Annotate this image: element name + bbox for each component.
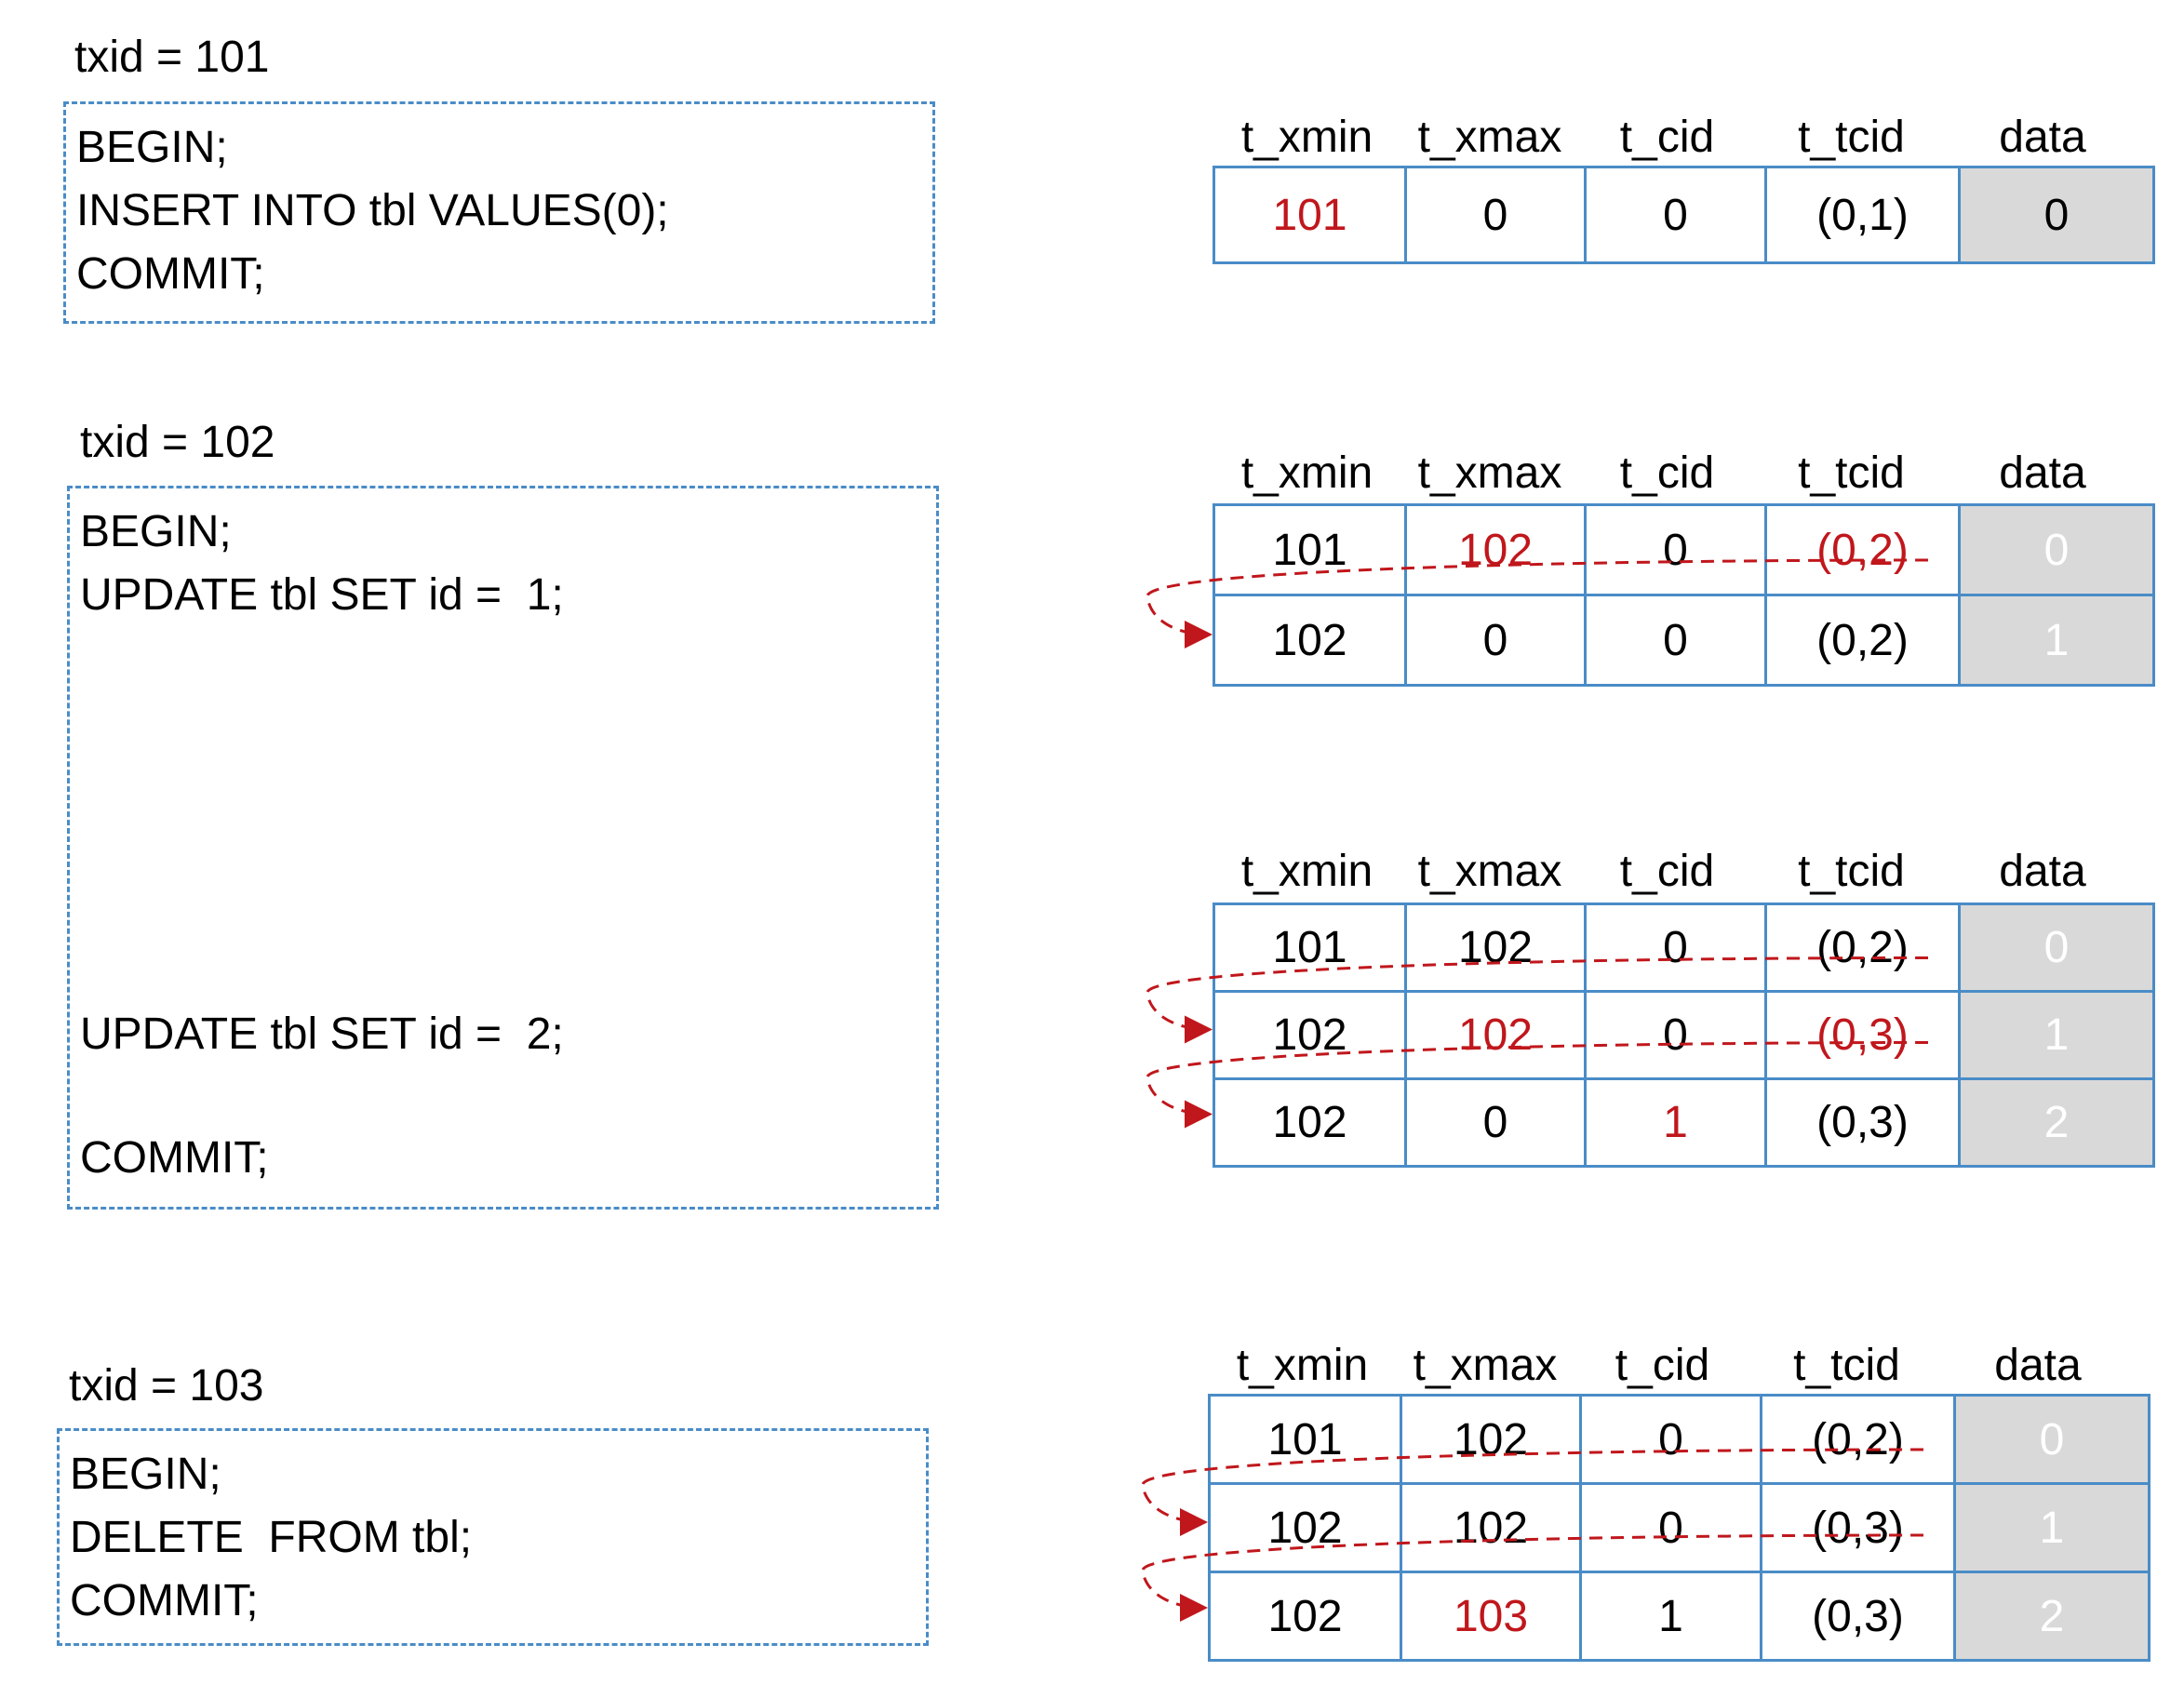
- column-header: data: [1999, 113, 2086, 162]
- column-header: t_xmax: [1417, 847, 1562, 896]
- tuple-cell-data: 1: [1958, 594, 2155, 687]
- tuple-cell-t_xmin: 101: [1208, 1394, 1402, 1485]
- tuple-cell-t_xmax: 102: [1400, 1394, 1582, 1485]
- update-chain-arrow: [1141, 1448, 1924, 1536]
- sql-line: BEGIN;: [70, 1450, 221, 1499]
- column-header: t_xmin: [1236, 1341, 1369, 1390]
- tuple-cell-t_xmax: 0: [1404, 1077, 1587, 1168]
- sql-box-101: [63, 101, 935, 324]
- column-header: data: [1999, 448, 2086, 498]
- column-header: t_xmin: [1240, 847, 1373, 896]
- update-chain-arrow: [1146, 1041, 1929, 1129]
- update-chain-arrow: [1146, 956, 1929, 1044]
- column-header: t_cid: [1615, 1341, 1710, 1390]
- tuple-cell-t_xmin: 102: [1213, 594, 1407, 687]
- tuple-cell-t_cid: 0: [1584, 166, 1767, 264]
- tuple-cell-t_xmin: 102: [1213, 1077, 1407, 1168]
- column-header: t_tcid: [1793, 1341, 1900, 1390]
- tuple-cell-t_cid: 0: [1584, 990, 1767, 1080]
- tuple-cell-t_cid: 0: [1579, 1482, 1762, 1573]
- column-header: t_tcid: [1798, 847, 1905, 896]
- tuple-cell-data: 1: [1953, 1482, 2151, 1573]
- tuple-cell-t_tcid: (0,2): [1764, 594, 1961, 687]
- tuple-cell-t_xmin: 102: [1213, 990, 1407, 1080]
- sql-line: BEGIN;: [76, 123, 228, 172]
- tuple-cell-t_cid: 1: [1584, 1077, 1767, 1168]
- tuple-cell-t_tcid: (0,2): [1760, 1394, 1956, 1485]
- column-header: t_tcid: [1798, 113, 1905, 162]
- tuple-cell-data: 0: [1958, 902, 2155, 993]
- tuple-cell-t_xmin: 101: [1213, 166, 1407, 264]
- tuple-cell-t_tcid: (0,2): [1764, 902, 1961, 993]
- tuple-cell-t_xmax: 0: [1404, 594, 1587, 687]
- tuple-cell-t_xmin: 101: [1213, 503, 1407, 596]
- tuple-cell-data: 0: [1958, 503, 2155, 596]
- column-header: t_xmax: [1413, 1341, 1558, 1390]
- tuple-cell-data: 2: [1958, 1077, 2155, 1168]
- tuple-cell-data: 1: [1958, 990, 2155, 1080]
- column-header: data: [1999, 847, 2086, 896]
- column-header: t_cid: [1619, 847, 1715, 896]
- sql-line: INSERT INTO tbl VALUES(0);: [76, 186, 669, 235]
- tuple-cell-data: 0: [1958, 166, 2155, 264]
- column-header: t_xmin: [1240, 113, 1373, 162]
- tuple-cell-t_tcid: (0,3): [1760, 1571, 1956, 1662]
- tuple-cell-t_xmax: 0: [1404, 166, 1587, 264]
- tuple-cell-t_tcid: (0,3): [1760, 1482, 1956, 1573]
- tuple-cell-data: 0: [1953, 1394, 2151, 1485]
- sql-line: UPDATE tbl SET id = 2;: [80, 1009, 564, 1059]
- sql-box-103: [57, 1428, 929, 1646]
- column-header: t_xmin: [1240, 448, 1373, 498]
- sql-line: BEGIN;: [80, 507, 232, 556]
- column-header: t_xmax: [1417, 448, 1562, 498]
- tuple-cell-t_xmax: 102: [1400, 1482, 1582, 1573]
- tuple-cell-t_cid: 0: [1584, 594, 1767, 687]
- tuple-cell-t_tcid: (0,1): [1764, 166, 1961, 264]
- tuple-cell-t_xmin: 101: [1213, 902, 1407, 993]
- sql-line: COMMIT;: [70, 1576, 259, 1625]
- tuple-cell-t_xmax: 103: [1400, 1571, 1582, 1662]
- txid-label-101: txid = 101: [74, 33, 270, 82]
- tuple-cell-t_xmin: 102: [1208, 1571, 1402, 1662]
- sql-line: UPDATE tbl SET id = 1;: [80, 570, 564, 620]
- tuple-cell-t_tcid: (0,3): [1764, 990, 1961, 1080]
- tuple-cell-t_cid: 0: [1584, 902, 1767, 993]
- tuple-cell-data: 2: [1953, 1571, 2151, 1662]
- tuple-cell-t_tcid: (0,3): [1764, 1077, 1961, 1168]
- column-header: data: [1994, 1341, 2082, 1390]
- tuple-cell-t_xmax: 102: [1404, 503, 1587, 596]
- update-chain-arrow: [1141, 1533, 1924, 1622]
- column-header: t_tcid: [1798, 448, 1905, 498]
- column-header: t_cid: [1619, 113, 1715, 162]
- sql-line: COMMIT;: [76, 249, 265, 299]
- tuple-cell-t_cid: 0: [1584, 503, 1767, 596]
- tuple-cell-t_cid: 1: [1579, 1571, 1762, 1662]
- tuple-cell-t_xmax: 102: [1404, 990, 1587, 1080]
- sql-line: DELETE FROM tbl;: [70, 1513, 473, 1562]
- tuple-cell-t_xmin: 102: [1208, 1482, 1402, 1573]
- tuple-cell-t_cid: 0: [1579, 1394, 1762, 1485]
- column-header: t_xmax: [1417, 113, 1562, 162]
- txid-label-103: txid = 103: [69, 1361, 264, 1411]
- sql-box-102: [67, 486, 939, 1210]
- column-header: t_cid: [1619, 448, 1715, 498]
- sql-line: COMMIT;: [80, 1133, 269, 1183]
- txid-label-102: txid = 102: [80, 418, 275, 467]
- update-chain-arrow: [1146, 558, 1929, 648]
- tuple-cell-t_tcid: (0,2): [1764, 503, 1961, 596]
